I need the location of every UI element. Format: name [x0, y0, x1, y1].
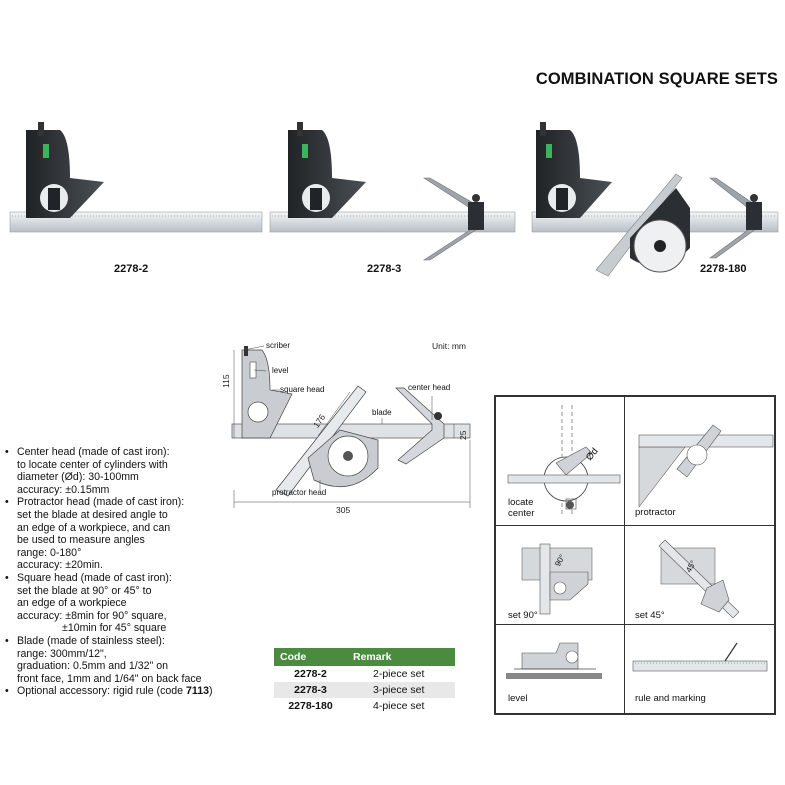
feature-item: Protractor head (made of cast iron): set… — [4, 496, 249, 572]
table-cell: 2278-3 — [274, 682, 347, 698]
feature-item: Center head (made of cast iron): to loca… — [4, 446, 249, 496]
usage-cell-level: level — [495, 624, 625, 714]
label-blade: blade — [372, 408, 392, 417]
rule-marking-illustration — [632, 642, 768, 672]
feature-line: Optional accessory: rigid rule (code — [17, 685, 186, 698]
usage-cell-protractor: protractor — [624, 396, 775, 526]
feature-item: Optional accessory: rigid rule (code 711… — [4, 685, 249, 698]
table-cell: 2278-2 — [274, 666, 347, 682]
product-code-label: 2278-2 — [114, 263, 149, 275]
feature-line: ) — [208, 685, 213, 698]
product-2278-3-image — [269, 122, 516, 261]
product-2278-2-image — [9, 122, 263, 233]
table-row: 2278-2 2-piece set — [274, 666, 455, 682]
usage-cell-rule-marking: rule and marking — [624, 624, 775, 714]
unit-label: Unit: mm — [432, 341, 466, 351]
feature-line: ±10min for 45° square — [62, 622, 167, 635]
column-header: Code — [274, 648, 347, 666]
label-level: level — [272, 366, 289, 375]
feature-line: diameter (Ød): 30-100mm — [17, 471, 139, 484]
dim-thickness: 25 — [458, 430, 468, 440]
feature-line: accuracy: ±0.15mm — [17, 483, 110, 496]
accessory-code: 7113 — [186, 685, 209, 698]
product-photos — [9, 122, 779, 277]
feature-line: range: 300mm/12", — [17, 647, 107, 660]
feature-line: Protractor head (made of cast iron): — [17, 496, 185, 509]
label-center-head: center head — [408, 383, 451, 392]
table-header-row: Code Remark — [274, 648, 455, 666]
protractor-illustration — [638, 424, 774, 508]
usage-panel: Ød locate center protractor 90° set 90° … — [494, 395, 776, 715]
usage-label: rule and marking — [635, 693, 706, 704]
table-cell: 2-piece set — [347, 666, 455, 682]
usage-label: protractor — [635, 507, 676, 518]
feature-line: accuracy: ±20min. — [17, 559, 103, 572]
product-2278-180-image — [531, 122, 779, 277]
table-row: 2278-180 4-piece set — [274, 698, 455, 714]
level-illustration — [506, 642, 602, 679]
dim-height: 115 — [221, 374, 231, 388]
page-title: COMBINATION SQUARE SETS — [535, 70, 778, 88]
dim-length: 305 — [336, 505, 351, 515]
feature-line: Blade (made of stainless steel): — [17, 634, 165, 647]
set-45-illustration — [658, 539, 740, 619]
table-row: 2278-3 3-piece set — [274, 682, 455, 698]
usage-cell-set-90: 90° set 90° — [495, 525, 625, 625]
table-cell: 4-piece set — [347, 698, 455, 714]
table-cell: 2278-180 — [274, 698, 347, 714]
feature-line: be used to measure angles — [17, 534, 145, 547]
product-code-label: 2278-180 — [700, 263, 747, 275]
feature-item: Blade (made of stainless steel): range: … — [4, 635, 249, 685]
feature-line: Center head (made of cast iron): — [17, 446, 170, 458]
code-table: Code Remark 2278-2 2-piece set 2278-3 3-… — [274, 648, 455, 714]
technical-drawing — [231, 345, 471, 508]
label-square-head: square head — [280, 385, 325, 394]
label-protractor-head: protractor head — [272, 488, 327, 497]
usage-cell-set-45: 45° set 45° — [624, 525, 775, 625]
feature-line: front face, 1mm and 1/64" on back face — [17, 672, 202, 685]
feature-line: an edge of a workpiece, and can — [17, 521, 171, 534]
feature-item: Square head (made of cast iron): set the… — [4, 572, 249, 635]
column-header: Remark — [347, 648, 455, 666]
locate-center-illustration — [507, 405, 621, 517]
feature-line: graduation: 0.5mm and 1/32" on — [17, 660, 168, 673]
usage-label: set 90° — [508, 610, 538, 621]
feature-line: range: 0-180° — [17, 546, 82, 559]
usage-label: locate center — [508, 497, 535, 519]
set-90-illustration — [521, 543, 593, 615]
table-cell: 3-piece set — [347, 682, 455, 698]
feature-line: set the blade at 90° or 45° to — [17, 584, 152, 597]
feature-line: an edge of a workpiece — [17, 597, 127, 610]
usage-label: set 45° — [635, 610, 665, 621]
label-scriber: scriber — [266, 341, 291, 350]
feature-line: to locate center of cylinders with — [17, 458, 168, 471]
product-code-label: 2278-3 — [367, 263, 402, 275]
usage-cell-locate-center: Ød locate center — [495, 396, 625, 526]
feature-line: accuracy: ±8min for 90° square, — [17, 609, 167, 622]
usage-label: level — [508, 693, 528, 704]
features-list: Center head (made of cast iron): to loca… — [4, 446, 249, 698]
feature-line: set the blade at desired angle to — [17, 508, 168, 521]
feature-line: Square head (made of cast iron): — [17, 571, 172, 584]
